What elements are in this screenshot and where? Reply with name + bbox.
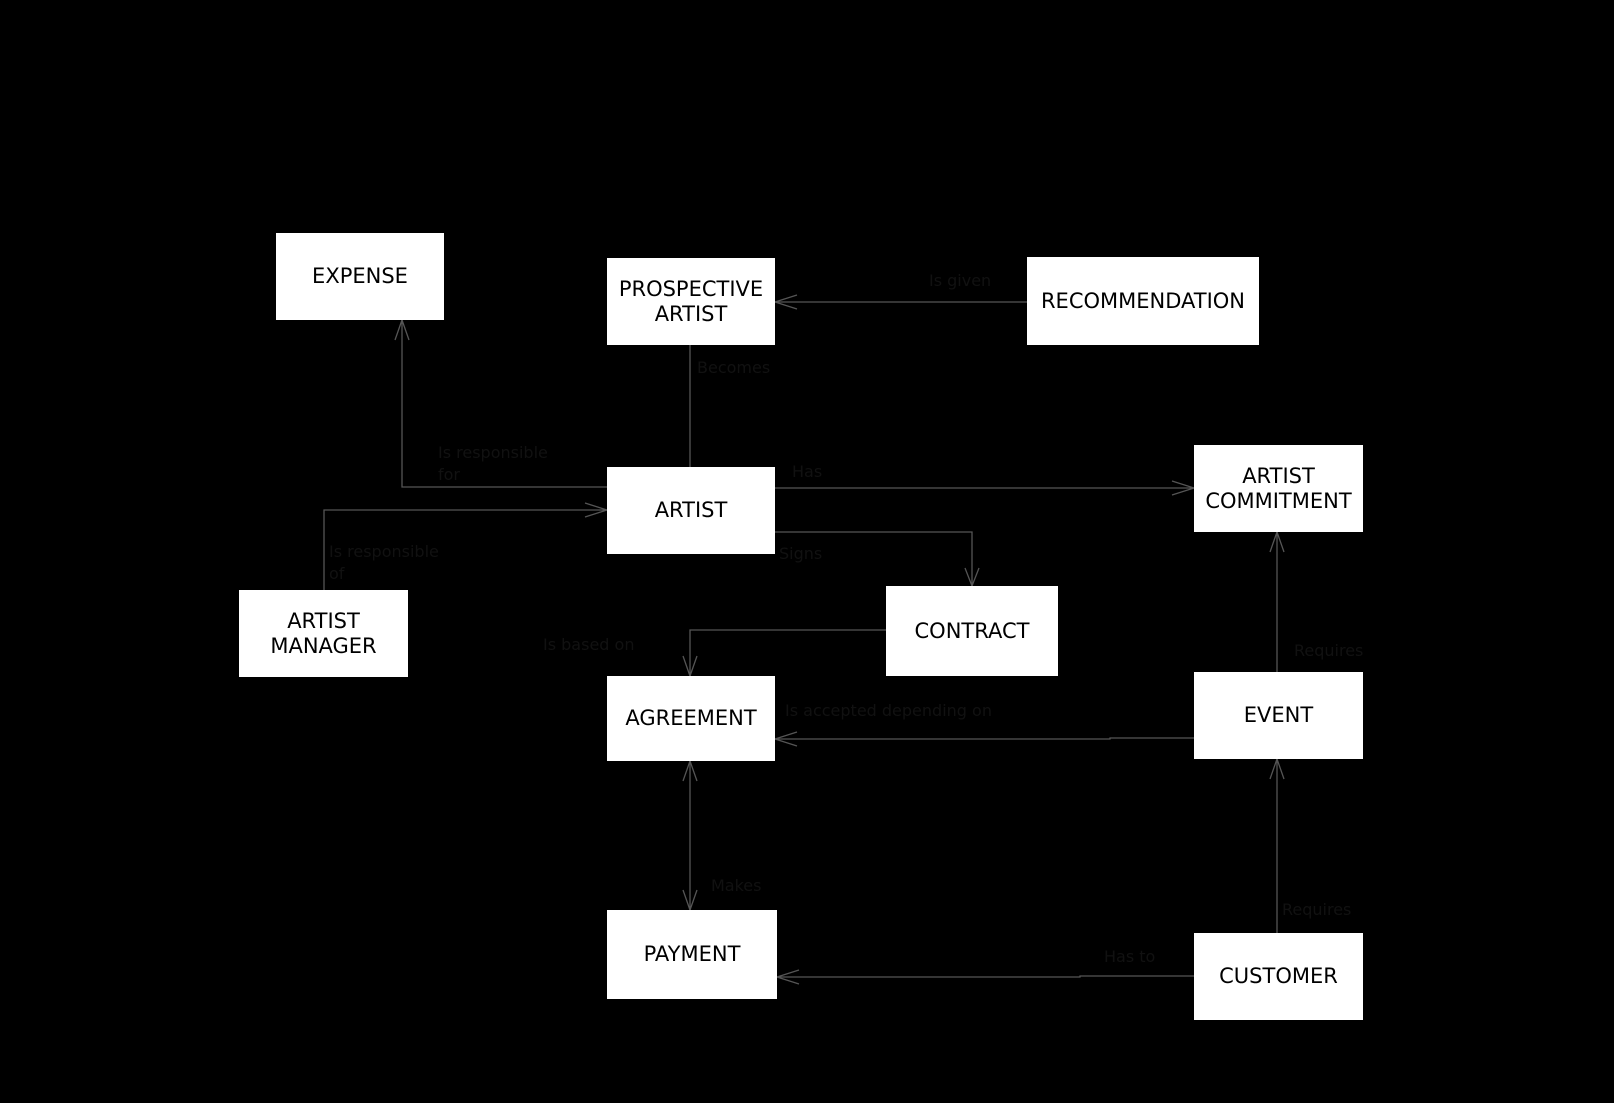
entity-expense: EXPENSE [276,233,444,320]
crowfoot-payment-right [774,969,800,985]
link-expense-artist [401,320,607,488]
entity-event: EVENT [1194,672,1363,759]
entity-recommendation: RECOMMENDATION [1027,257,1259,345]
crowfoot-agreement-bottom [682,759,698,782]
entity-customer: CUSTOMER [1194,933,1363,1020]
link-contract-agreement [689,629,886,676]
entity-artist: ARTIST [607,467,775,554]
label-is-responsible-of: Is responsible of [329,542,439,583]
crowfoot-event-bottom [1269,757,1285,780]
label-becomes: Becomes [697,358,771,377]
entity-contract: CONTRACT [886,586,1058,676]
link-artist-manager [323,509,607,590]
label-has-to: Has to [1104,947,1156,966]
label-signs: Signs [779,544,823,563]
link-artist-contract [775,531,973,586]
crowfoot-commitment-bottom [1269,530,1285,553]
label-makes: Makes [711,876,762,895]
label-is-accepted-depending-on: Is accepted depending on [785,701,992,720]
label-is-given: Is given [929,271,992,290]
crowfoot-expense [394,318,410,341]
entity-artist-commitment: ARTIST COMMITMENT [1194,445,1363,532]
label-is-based-on: Is based on [543,635,635,654]
crowfoot-prospective [772,294,798,310]
entity-payment: PAYMENT [607,910,777,999]
label-has: Has [792,462,823,481]
label-requires-2: Requires [1282,900,1352,919]
crowfoot-agreement-right [772,731,798,747]
entity-artist-manager: ARTIST MANAGER [239,590,408,677]
entity-prospective-artist: PROSPECTIVE ARTIST [607,258,775,345]
link-customer-payment [777,975,1194,978]
label-is-responsible-for: Is responsible for [438,443,548,484]
link-event-agreement [775,737,1194,740]
label-requires-1: Requires [1294,641,1364,660]
entity-agreement: AGREEMENT [607,676,775,761]
